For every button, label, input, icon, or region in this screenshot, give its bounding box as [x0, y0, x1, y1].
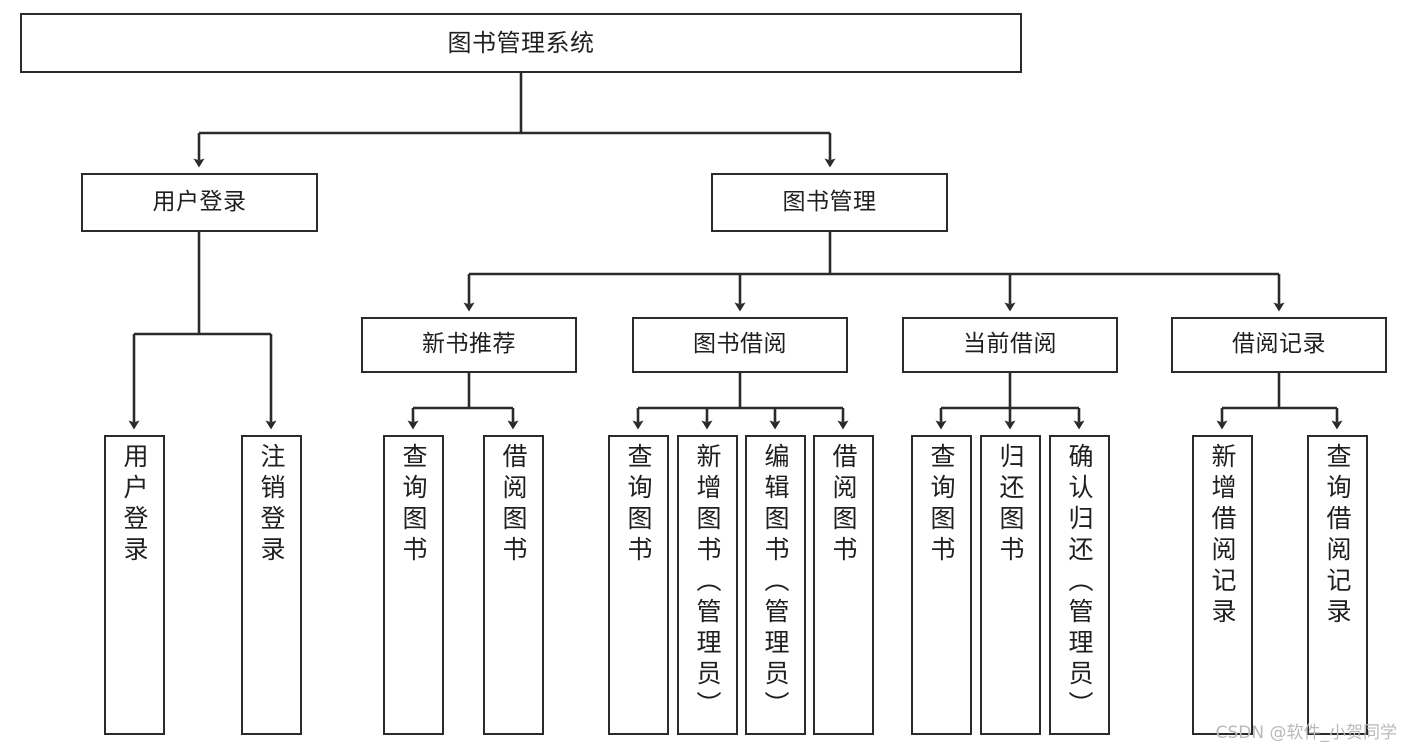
node-label: 确认归还（管理员） — [1065, 443, 1094, 722]
node-leaf-query-book-3[interactable]: 查询图书 — [911, 435, 972, 735]
node-new-book-recommend[interactable]: 新书推荐 — [361, 317, 577, 373]
node-label: 查询图书 — [927, 443, 956, 567]
node-label: 查询图书 — [399, 443, 428, 567]
node-label: 归还图书 — [996, 443, 1025, 567]
node-label: 图书借阅 — [693, 331, 787, 358]
node-label: 用户登录 — [152, 188, 247, 215]
node-label: 当前借阅 — [963, 331, 1057, 358]
node-label: 借阅记录 — [1232, 331, 1326, 358]
node-label: 注销登录 — [257, 443, 286, 567]
node-label: 借阅图书 — [499, 443, 528, 567]
node-leaf-query-book-2[interactable]: 查询图书 — [608, 435, 669, 735]
node-leaf-query-record[interactable]: 查询借阅记录 — [1307, 435, 1368, 735]
node-current-borrow[interactable]: 当前借阅 — [902, 317, 1118, 373]
node-leaf-confirm-return[interactable]: 确认归还（管理员） — [1049, 435, 1110, 735]
node-leaf-logout[interactable]: 注销登录 — [241, 435, 302, 735]
node-label: 用户登录 — [120, 443, 149, 567]
node-book-manage[interactable]: 图书管理 — [711, 173, 948, 232]
node-leaf-return-book[interactable]: 归还图书 — [980, 435, 1041, 735]
node-book-borrow[interactable]: 图书借阅 — [632, 317, 848, 373]
node-leaf-borrow-book-1[interactable]: 借阅图书 — [483, 435, 544, 735]
node-label: 查询图书 — [624, 443, 653, 567]
node-label: 图书管理 — [782, 188, 877, 215]
node-user-login[interactable]: 用户登录 — [81, 173, 318, 232]
node-label: 查询借阅记录 — [1323, 443, 1352, 629]
node-leaf-query-book-1[interactable]: 查询图书 — [383, 435, 444, 735]
node-label: 图书管理系统 — [447, 28, 595, 57]
node-label: 新增图书（管理员） — [693, 443, 722, 722]
node-leaf-edit-book[interactable]: 编辑图书（管理员） — [745, 435, 806, 735]
node-label: 借阅图书 — [829, 443, 858, 567]
node-label: 新增借阅记录 — [1208, 443, 1237, 629]
node-leaf-add-record[interactable]: 新增借阅记录 — [1192, 435, 1253, 735]
node-label: 新书推荐 — [422, 331, 516, 358]
node-borrow-record[interactable]: 借阅记录 — [1171, 317, 1387, 373]
node-label: 编辑图书（管理员） — [761, 443, 790, 722]
node-leaf-borrow-book-2[interactable]: 借阅图书 — [813, 435, 874, 735]
node-leaf-add-book[interactable]: 新增图书（管理员） — [677, 435, 738, 735]
node-leaf-user-login[interactable]: 用户登录 — [104, 435, 165, 735]
csdn-watermark: CSDN @软件_小贺同学 — [1215, 723, 1397, 743]
node-root-system[interactable]: 图书管理系统 — [20, 13, 1022, 73]
